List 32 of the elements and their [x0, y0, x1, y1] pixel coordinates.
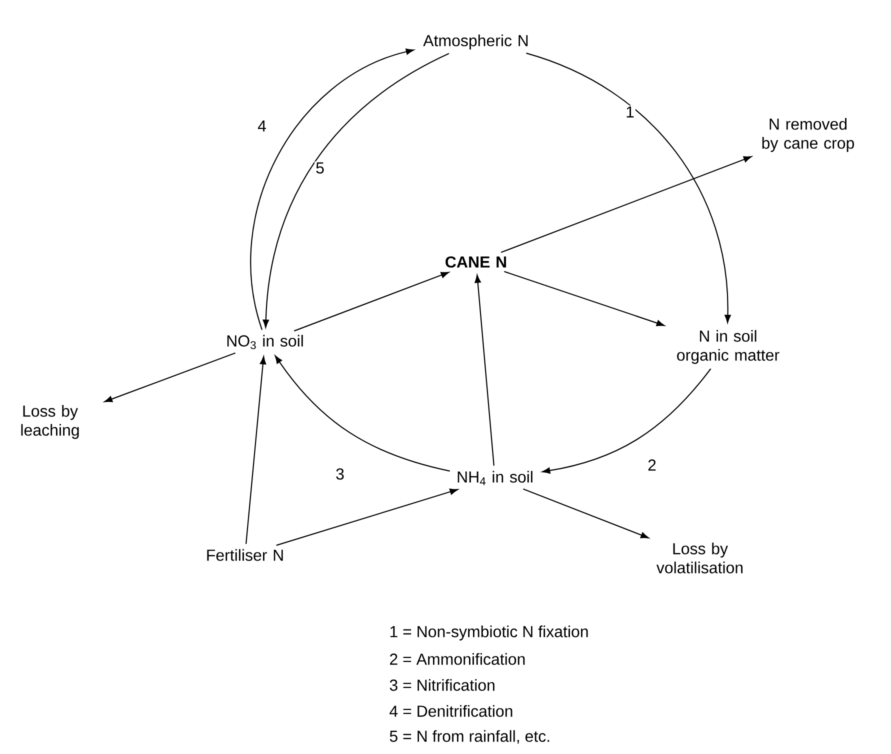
- key-entry: 5 = N from rainfall, etc.: [390, 730, 550, 744]
- arrow: [504, 270, 665, 326]
- edge-label: 3: [334, 467, 346, 481]
- key-entry: 2 = Ammonification: [390, 653, 525, 665]
- node-label: CANE N: [446, 256, 506, 268]
- edge-label: 2: [646, 458, 658, 472]
- arrow: [542, 368, 712, 474]
- arrow: [500, 156, 752, 253]
- node-label: Fertiliser N: [207, 549, 283, 561]
- edge-label: 4: [256, 120, 268, 132]
- key-entry: 1 = Non-symbiotic N fixation: [390, 626, 588, 640]
- arrow: [262, 52, 450, 328]
- node-label: NO$_{3}$ in soil: [227, 334, 303, 350]
- arrow: [276, 488, 458, 546]
- arrow: [274, 355, 450, 472]
- arrow: [294, 272, 450, 332]
- node-label: Atmospheric N: [423, 34, 528, 50]
- node-label: N removed by cane crop: [762, 118, 854, 152]
- node-label: NH$_{4}$ in soil: [458, 470, 532, 486]
- arrow: [104, 352, 236, 402]
- arrow: [246, 356, 266, 544]
- key-entry: 3 = Nitrification: [390, 679, 494, 691]
- key-entry: 4 = Denitrification: [390, 705, 512, 717]
- node-label: N in soil organic matter: [677, 330, 780, 364]
- arrow: [474, 274, 494, 466]
- arrow: [523, 488, 649, 538]
- edge-label: 1: [624, 106, 636, 118]
- node-label: Loss by leaching: [21, 405, 79, 439]
- node-label: Loss by volatilisation: [656, 542, 743, 574]
- arrow: [526, 52, 731, 323]
- edge-label: 5: [314, 161, 326, 175]
- arrow: [250, 48, 414, 330]
